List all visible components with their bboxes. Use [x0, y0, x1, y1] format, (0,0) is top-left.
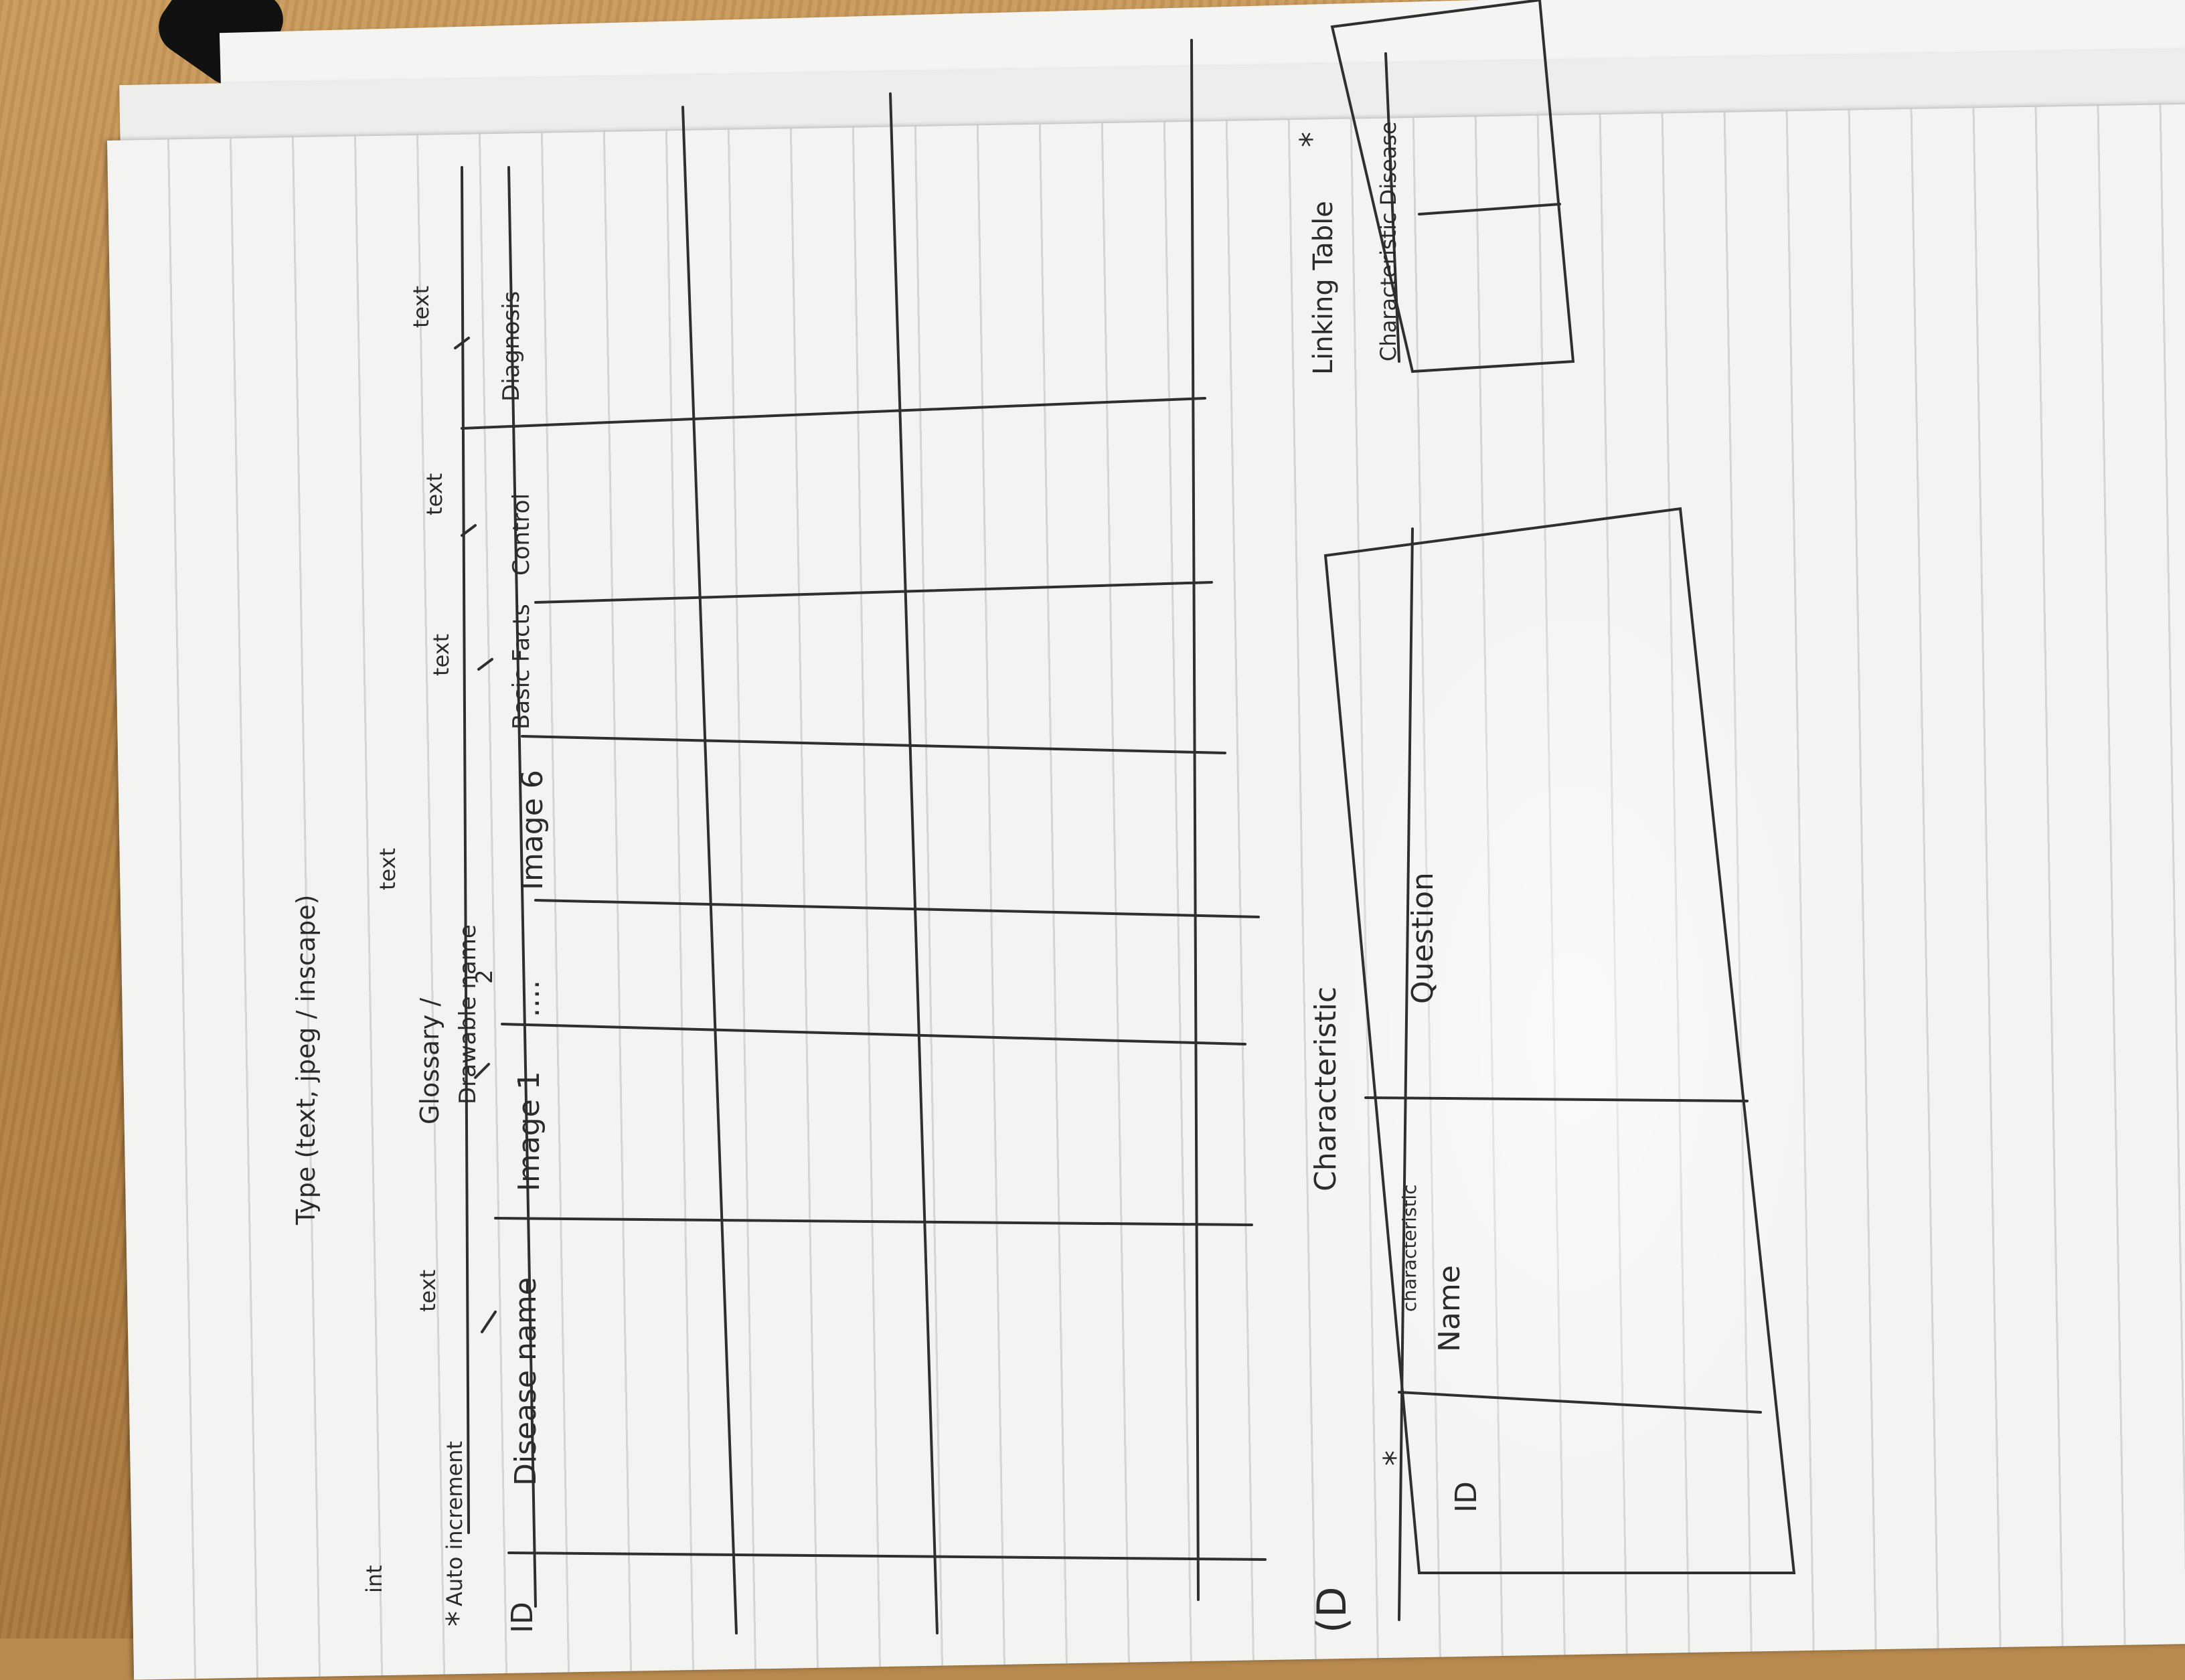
table1-header-disease-name: Disease name [509, 1277, 543, 1486]
table2-border [1323, 507, 1796, 1574]
type-note-text: text [408, 286, 434, 328]
drawable-name-note: Drawable name [455, 924, 481, 1104]
table2-title: Characteristic [1309, 987, 1343, 1191]
table1-header-id: ID [505, 1602, 540, 1633]
tick-mark [477, 658, 493, 671]
table3-divider [1384, 52, 1400, 363]
star-mark: * [440, 1611, 476, 1626]
table2-header-name: Name [1433, 1265, 1467, 1352]
table1-col-line [889, 92, 939, 1634]
table1-row-line [461, 397, 1206, 430]
table1-row-line [494, 1217, 1253, 1226]
drawable-name-index: 2 [471, 969, 498, 984]
table1-col-line [681, 106, 738, 1634]
table3-border [1330, 0, 1575, 373]
table2-star: * [1377, 1450, 1413, 1466]
table3-header: Characteristic Disease [1376, 121, 1401, 361]
table1-header-image-6: Image 6 [515, 770, 550, 890]
type-note-int: int [361, 1565, 387, 1593]
table1-header-basic-facts: Basic Facts [508, 604, 535, 730]
table2-divider [1398, 1391, 1762, 1414]
table1-header-control: Control [508, 493, 535, 576]
table2-header-question: Question [1406, 872, 1440, 1004]
table1-header-ellipsis: .... [512, 980, 546, 1017]
table3-star: * [1293, 132, 1329, 147]
type-note-text: text [422, 473, 447, 515]
glossary-note: Glossary / [415, 998, 444, 1124]
corner-doodle: (D [1309, 1586, 1356, 1633]
table2-name-prefix: characteristic [1398, 1184, 1421, 1312]
table2-divider [1398, 527, 1414, 1621]
table1-col-line [1190, 39, 1200, 1601]
table1-col-line [507, 166, 537, 1608]
table3-divider [1418, 203, 1561, 216]
sketch-drawing: ID Disease name Image 1 .... Image 6 Bas… [291, 0, 1796, 1634]
table1-border-top [461, 166, 470, 1534]
table1-row-line [521, 735, 1226, 754]
type-note-text: text [375, 848, 400, 890]
tick-mark [481, 1311, 497, 1333]
tick-mark [461, 524, 477, 537]
table1-row-line [534, 581, 1213, 604]
tick-mark [454, 337, 470, 349]
table1-header-image-1: Image 1 [512, 1071, 546, 1191]
tick-mark [474, 1063, 490, 1079]
auto-increment-note: Auto increment [442, 1441, 467, 1606]
table1-row-line [501, 1023, 1246, 1045]
table1-row-line [534, 899, 1260, 918]
type-note-text: text [428, 634, 454, 676]
table2-divider [1364, 1096, 1749, 1102]
type-note-legend: Type (text, jpeg / inscape) [291, 895, 321, 1226]
type-note-text: text [415, 1270, 440, 1312]
table1-row-line [507, 1551, 1267, 1561]
table2-header-id: ID [1449, 1481, 1483, 1513]
table1-header-diagnosis: Diagnosis [498, 291, 525, 402]
table3-title: Linking Table [1308, 201, 1339, 375]
